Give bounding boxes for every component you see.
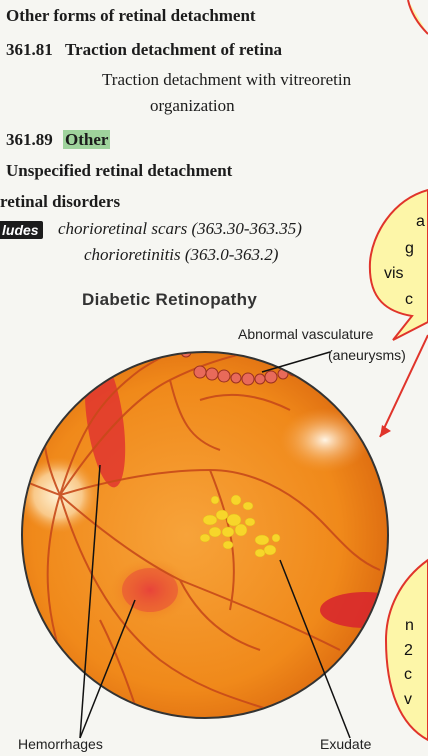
callout-bottom-text-2: 2: [404, 642, 413, 660]
label-aneurysms: (aneurysms): [328, 347, 406, 363]
callout-bottom-text-1: n: [405, 617, 414, 635]
pointer-aneurysms: [262, 352, 330, 372]
callout-bottom-text-3: c: [404, 666, 412, 684]
figure-title: Diabetic Retinopathy: [82, 290, 257, 310]
callout-bottom-text-4: v: [404, 691, 412, 709]
callout-top-text-1: a: [416, 213, 425, 231]
callout-top-text-3: vis: [384, 265, 404, 283]
callout-top-text-2: g: [405, 240, 414, 258]
label-exudate: Exudate: [320, 736, 371, 752]
label-abnormal-vasculature: Abnormal vasculature: [238, 326, 373, 342]
callout-top-text-4: c: [405, 291, 413, 309]
label-hemorrhages: Hemorrhages: [18, 736, 103, 752]
